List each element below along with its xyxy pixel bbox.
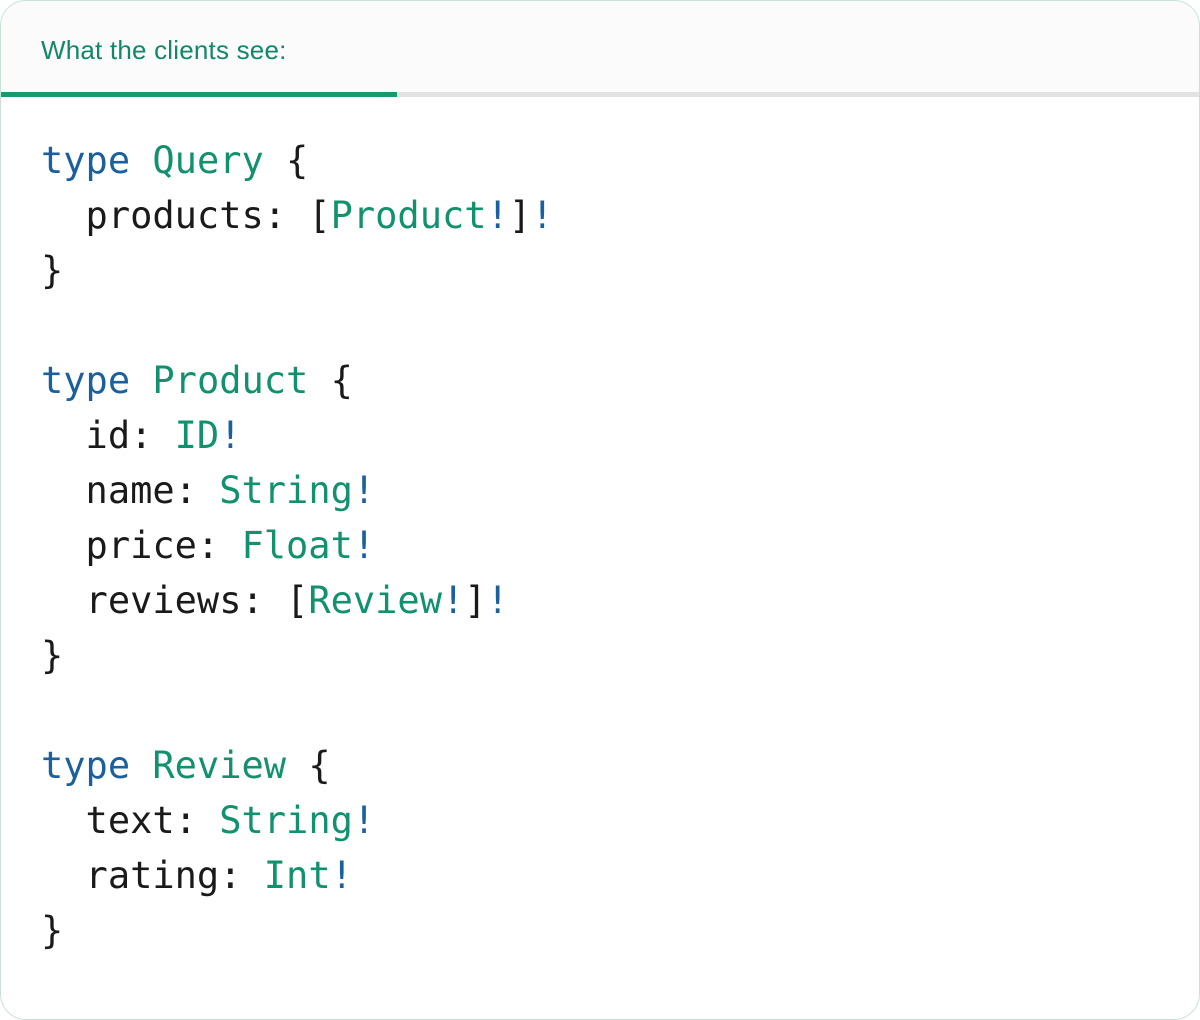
code-line: type Query {	[41, 133, 1159, 188]
code-token: !	[486, 194, 509, 237]
code-token: {	[286, 744, 331, 787]
code-token: price:	[41, 524, 242, 567]
code-token: {	[308, 359, 353, 402]
code-token: type	[41, 744, 131, 787]
code-token: Product	[330, 194, 487, 237]
code-token: }	[41, 249, 64, 292]
code-token: {	[263, 139, 309, 182]
code-token: !	[531, 194, 554, 237]
code-token: !	[352, 524, 376, 567]
code-token: !	[330, 854, 353, 897]
code-line: text: String!	[41, 793, 1159, 848]
code-token: ID	[174, 414, 220, 457]
code-token: id:	[41, 414, 175, 457]
code-token: Float	[241, 524, 353, 567]
code-token: Int	[263, 854, 331, 897]
code-token: reviews: [	[41, 579, 309, 622]
code-token: }	[41, 634, 64, 677]
code-line: rating: Int!	[41, 848, 1159, 903]
tab-what-clients-see[interactable]: What the clients see:	[1, 1, 327, 92]
code-token: name:	[41, 469, 220, 512]
code-line: id: ID!	[41, 408, 1159, 463]
tab-bar: What the clients see:	[1, 1, 1199, 97]
code-token: !	[219, 414, 242, 457]
code-token: }	[41, 909, 64, 952]
code-token: Query	[152, 139, 264, 182]
active-tab-indicator	[1, 92, 397, 97]
code-token: products: [	[41, 194, 331, 237]
code-line: }	[41, 903, 1159, 958]
code-line: type Product {	[41, 353, 1159, 408]
code-token: Review	[152, 744, 287, 787]
code-line: type Review {	[41, 738, 1159, 793]
code-token: !	[441, 579, 465, 622]
code-token: Product	[152, 359, 309, 402]
tab-divider	[1, 92, 1199, 97]
code-token: String	[219, 799, 353, 842]
code-token	[130, 744, 152, 787]
code-token: ]	[464, 579, 487, 622]
code-line: }	[41, 628, 1159, 683]
code-token: !	[352, 469, 376, 512]
code-token: !	[352, 799, 376, 842]
code-token: text:	[41, 799, 220, 842]
code-token: type	[41, 139, 131, 182]
code-line: name: String!	[41, 463, 1159, 518]
code-line	[41, 683, 1159, 738]
code-line: price: Float!	[41, 518, 1159, 573]
code-line: reviews: [Review!]!	[41, 573, 1159, 628]
code-token	[130, 359, 152, 402]
code-token: String	[219, 469, 353, 512]
code-line: products: [Product!]!	[41, 188, 1159, 243]
code-token: type	[41, 359, 131, 402]
code-line: }	[41, 243, 1159, 298]
code-token	[130, 139, 152, 182]
code-token: ]	[508, 194, 532, 237]
code-token: rating:	[41, 854, 264, 897]
code-line	[41, 298, 1159, 353]
code-block: type Query { products: [Product!]!} type…	[1, 97, 1199, 1018]
code-token: Review	[308, 579, 442, 622]
code-token: !	[486, 579, 509, 622]
tab-label: What the clients see:	[41, 35, 287, 65]
